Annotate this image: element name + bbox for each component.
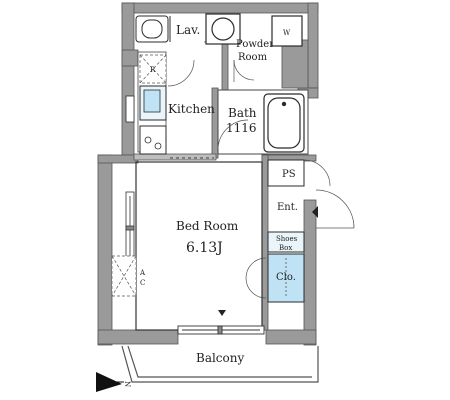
- kitchen-sink: [143, 89, 161, 113]
- lav-label: Lav.: [176, 23, 200, 37]
- bath-size: 1116: [226, 121, 257, 135]
- kitchen-label: Kitchen: [168, 102, 215, 116]
- shoes-box: [267, 231, 305, 253]
- r-label: R: [150, 66, 156, 74]
- powder-label-2: Room: [238, 52, 268, 63]
- powder-label-1: Powder: [236, 39, 274, 50]
- balcony-window: [177, 325, 265, 335]
- ps-label: PS: [282, 169, 296, 180]
- bath-label: Bath: [228, 106, 257, 120]
- north-arrow-icon: [96, 372, 124, 392]
- ps-box: [267, 159, 305, 187]
- balcony-outline: [121, 345, 319, 383]
- entrance-arrow: [312, 206, 318, 218]
- stove: [139, 125, 167, 155]
- shoes-label-1: Shoes: [276, 235, 298, 243]
- bathtub: [263, 93, 305, 153]
- toilet-fixture: [135, 15, 171, 43]
- ent-label: Ent.: [277, 202, 298, 213]
- left-window: [125, 191, 135, 263]
- clo-label: Clo.: [276, 272, 296, 283]
- balcony-label: Balcony: [196, 351, 244, 365]
- wash-basin-fixture: [205, 13, 241, 45]
- bedroom-label: Bed Room: [176, 219, 239, 233]
- ac-label-c: C: [140, 279, 145, 287]
- window-arrow: [218, 310, 226, 316]
- w-label: W: [283, 29, 291, 37]
- shoes-label-2: Box: [279, 244, 292, 252]
- ac-label-a: A: [139, 269, 146, 277]
- north-label: N: [123, 381, 131, 387]
- bedroom-size: 6.13J: [186, 240, 223, 256]
- refrigerator-box: [139, 54, 167, 84]
- air-conditioner: [111, 255, 137, 297]
- washing-machine-box: [271, 15, 303, 47]
